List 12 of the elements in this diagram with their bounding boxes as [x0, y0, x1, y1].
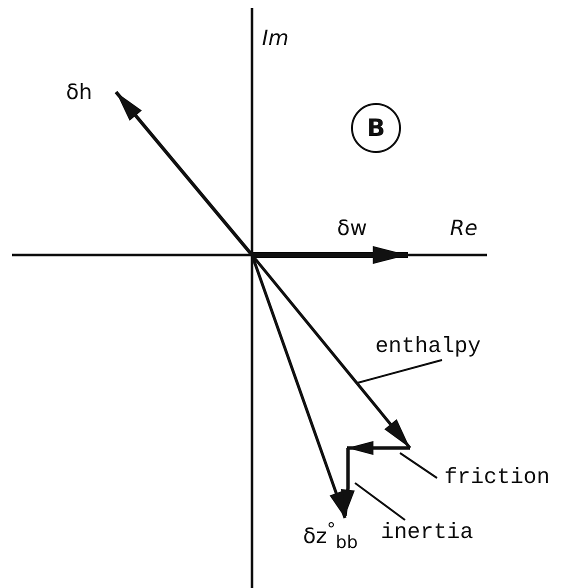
- vector-label: inertia: [380, 522, 474, 544]
- vector-label: δw: [337, 218, 368, 239]
- axis-label: Re: [450, 218, 478, 239]
- leader-line: [356, 359, 442, 384]
- leader-line: [354, 482, 406, 521]
- vector-label: friction: [444, 467, 550, 489]
- circle-marker: [351, 103, 401, 153]
- vector-label: δh: [66, 82, 92, 103]
- vector-label: enthalpy: [375, 336, 481, 358]
- circle-letter: B: [366, 116, 386, 140]
- axis-label: Im: [262, 28, 289, 49]
- leader-line: [399, 452, 438, 479]
